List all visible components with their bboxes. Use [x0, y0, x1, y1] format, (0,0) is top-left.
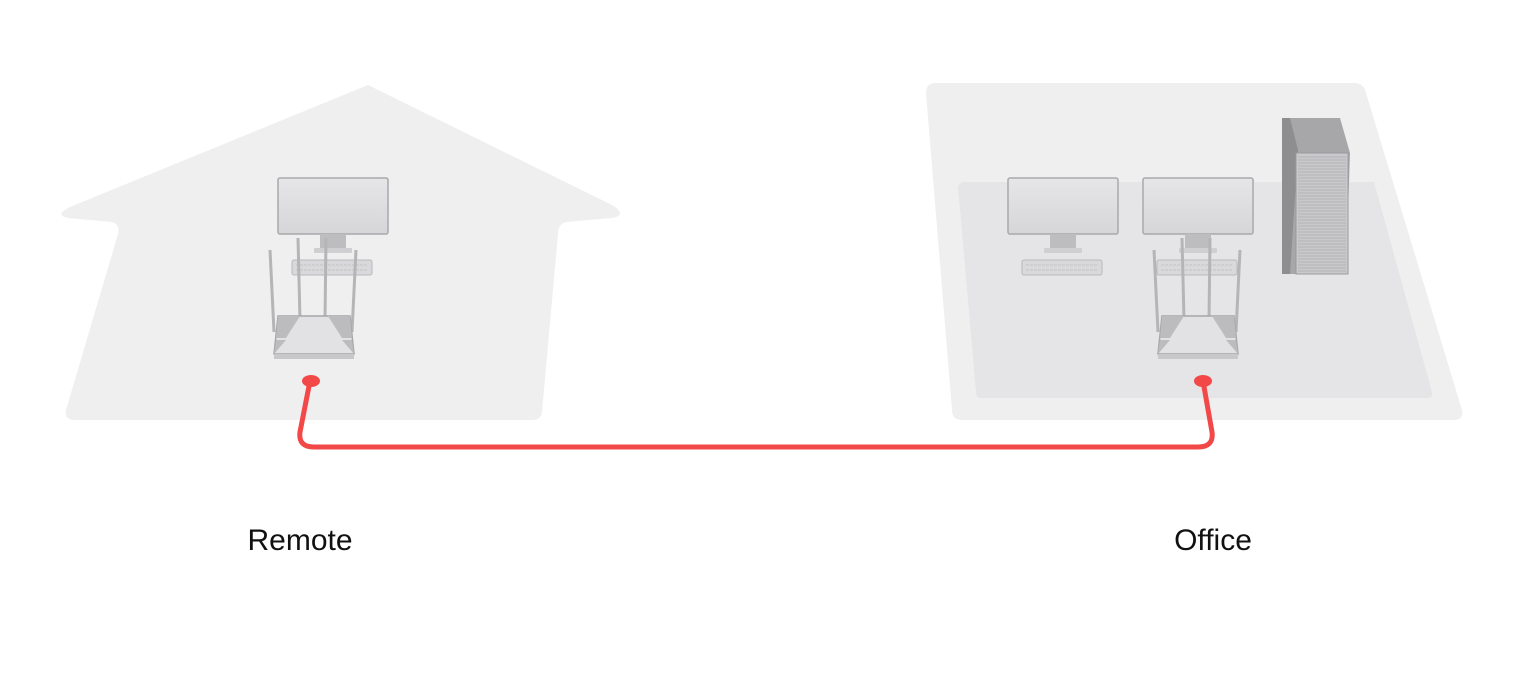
vpn-link-line: [297, 378, 1215, 450]
office-computer-2-icon: [1142, 177, 1254, 276]
office-computer-1-icon: [1007, 177, 1119, 276]
remote-port-dot: [302, 375, 320, 387]
office-port-dot: [1194, 375, 1212, 387]
remote-computer-icon: [277, 177, 389, 276]
remote-label: Remote: [247, 524, 353, 557]
server-rack-icon: [1282, 118, 1350, 275]
office-label: Office: [1174, 524, 1252, 557]
